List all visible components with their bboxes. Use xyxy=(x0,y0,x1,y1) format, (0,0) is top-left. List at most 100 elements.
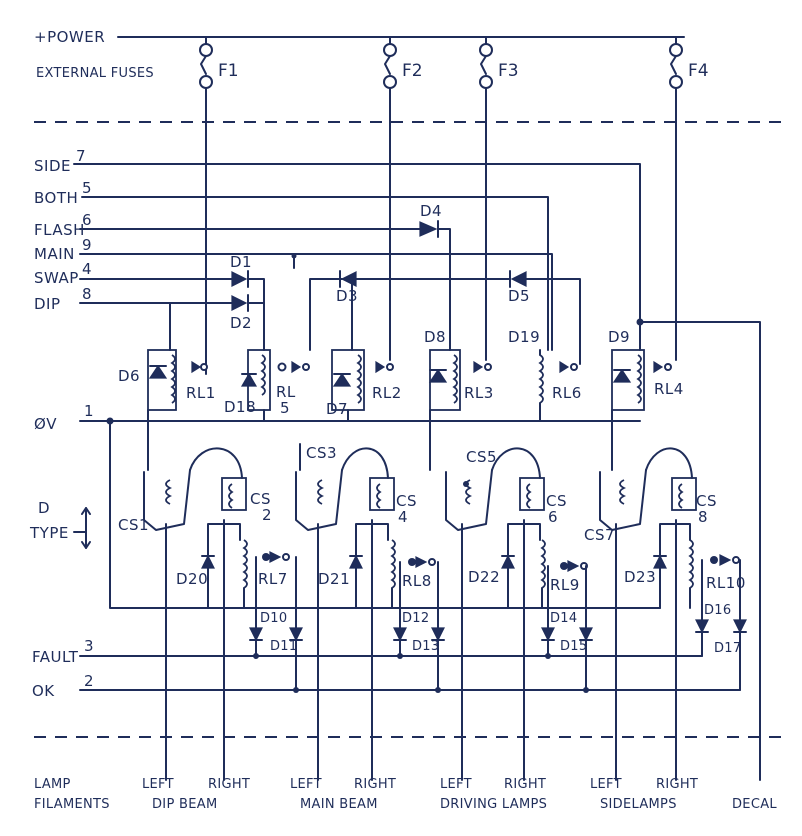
diode-d22-label: D22 xyxy=(468,568,500,586)
input-swap: SWAP 4 D1 xyxy=(34,253,265,351)
input-flash-label: FLASH xyxy=(34,221,85,239)
ok-pin: 2 xyxy=(84,672,94,690)
dtype-label-top: D xyxy=(38,499,50,517)
input-side-label: SIDE xyxy=(34,157,71,175)
channel-driving: CS5 CS 6 D22 RL9 D14 D15 xyxy=(429,443,593,781)
input-flash: FLASH 6 D4 xyxy=(34,202,451,351)
filaments-label: FILAMENTS xyxy=(34,797,110,812)
input-dip-pin: 8 xyxy=(82,285,92,303)
diode-d19-label: D19 xyxy=(508,328,540,346)
cs7-label: CS7 xyxy=(584,526,615,544)
zero-volt-rail: ØV 1 xyxy=(34,402,661,609)
fault-label: FAULT xyxy=(32,648,79,666)
cs8-number: 8 xyxy=(698,508,708,526)
diode-d15-label: D15 xyxy=(560,639,587,654)
input-side-pin: 7 xyxy=(76,147,86,165)
power-label: +POWER xyxy=(34,28,105,46)
relay-rl4-label: RL4 xyxy=(654,380,684,398)
relay-rl5-number: 5 xyxy=(280,399,290,417)
relay-rl6: D19 RL6 xyxy=(508,328,581,422)
side-right-label: RIGHT xyxy=(656,777,698,792)
relay-rl5-label: RL xyxy=(276,383,296,401)
diode-d5-label: D5 xyxy=(508,287,530,305)
diode-d6-label: D6 xyxy=(118,367,140,385)
diode-d20-label: D20 xyxy=(176,570,208,588)
diode-d21-label: D21 xyxy=(318,570,350,588)
input-main-label: MAIN xyxy=(34,245,75,263)
cs2-number: 2 xyxy=(262,506,272,524)
diode-d23-label: D23 xyxy=(624,568,656,586)
fuse-f3: F3 xyxy=(479,36,519,361)
fuse-f2-label: F2 xyxy=(402,61,423,81)
driving-lamps-label: DRIVING LAMPS xyxy=(440,797,547,812)
main-beam-label: MAIN BEAM xyxy=(300,797,378,812)
input-main: MAIN 9 xyxy=(34,236,553,351)
cs4-label: CS xyxy=(396,492,417,510)
dtype-label-group: D TYPE xyxy=(29,499,91,549)
diode-d2-label: D2 xyxy=(230,314,252,332)
ok-bus: OK 2 xyxy=(32,672,741,700)
main-right-label: RIGHT xyxy=(354,777,396,792)
dip-right-label: RIGHT xyxy=(208,777,250,792)
cs8-label: CS xyxy=(696,492,717,510)
diode-d5: D5 xyxy=(508,270,581,351)
input-swap-pin: 4 xyxy=(82,260,92,278)
relay-rl2-label: RL2 xyxy=(372,384,402,402)
diode-d16-label: D16 xyxy=(704,603,731,618)
decal-label: DECAL xyxy=(732,797,777,812)
input-flash-pin: 6 xyxy=(82,211,92,229)
relay-rl3: D8 RL3 xyxy=(424,328,494,445)
power-rail: +POWER EXTERNAL FUSES xyxy=(34,28,685,81)
diode-d18-label: D18 xyxy=(224,398,256,416)
input-main-pin: 9 xyxy=(82,236,92,254)
dtype-label-bottom: TYPE xyxy=(29,524,69,542)
input-both-label: BOTH xyxy=(34,189,78,207)
channel-main: CS3 CS 4 D21 RL8 D12 D13 xyxy=(295,443,445,781)
side-left-label: LEFT xyxy=(590,777,622,792)
diode-d12-label: D12 xyxy=(402,611,429,626)
channel-sidelamps: CS7 CS 8 D23 RL10 D16 D17 xyxy=(584,443,747,781)
cs6-number: 6 xyxy=(548,508,558,526)
relay-rl5: RL 5 D18 xyxy=(224,349,310,422)
diode-d4-label: D4 xyxy=(420,202,442,220)
relay-rl9-label: RL9 xyxy=(550,576,580,594)
input-dip: DIP 8 D2 xyxy=(34,285,265,351)
diode-d9-label: D9 xyxy=(608,328,630,346)
external-fuses-label: EXTERNAL FUSES xyxy=(36,66,154,81)
cs4-number: 4 xyxy=(398,508,408,526)
cs2-label: CS xyxy=(250,490,271,508)
relay-rl8-label: RL8 xyxy=(402,572,432,590)
channel-dip: CS1 CS 2 D20 RL7 D10 D11 xyxy=(118,443,303,781)
cs3-label: CS3 xyxy=(306,444,337,462)
diode-d8-label: D8 xyxy=(424,328,446,346)
driving-left-label: LEFT xyxy=(440,777,472,792)
fuse-f1-label: F1 xyxy=(218,61,239,81)
diode-d17-label: D17 xyxy=(714,641,741,656)
output-labels: LAMP FILAMENTS LEFT RIGHT DIP BEAM LEFT … xyxy=(34,777,777,812)
diode-d11-label: D11 xyxy=(270,639,297,654)
sidelamps-label: SIDELAMPS xyxy=(600,797,677,812)
input-zero-label: ØV xyxy=(34,415,57,433)
lamp-label: LAMP xyxy=(34,777,71,792)
fuse-f4: F4 xyxy=(669,36,709,361)
cs5-label: CS5 xyxy=(466,448,497,466)
relay-rl3-label: RL3 xyxy=(464,384,494,402)
relay-rl4: D9 RL4 xyxy=(608,318,761,781)
diode-d3-label: D3 xyxy=(336,287,358,305)
input-both: BOTH 5 xyxy=(34,179,549,351)
relay-rl10-label: RL10 xyxy=(706,574,746,592)
fuse-f4-label: F4 xyxy=(688,61,709,81)
dip-beam-label: DIP BEAM xyxy=(152,797,217,812)
input-both-pin: 5 xyxy=(82,179,92,197)
ok-label: OK xyxy=(32,682,55,700)
relay-rl1: D6 RL1 xyxy=(118,349,215,445)
diode-d10-label: D10 xyxy=(260,611,287,626)
fault-bus: FAULT 3 xyxy=(32,637,703,666)
main-left-label: LEFT xyxy=(290,777,322,792)
relay-rl7-label: RL7 xyxy=(258,570,288,588)
input-zero-pin: 1 xyxy=(84,402,94,420)
diode-d7-label: D7 xyxy=(326,400,348,418)
input-dip-label: DIP xyxy=(34,295,61,313)
input-side: SIDE 7 xyxy=(34,147,641,323)
